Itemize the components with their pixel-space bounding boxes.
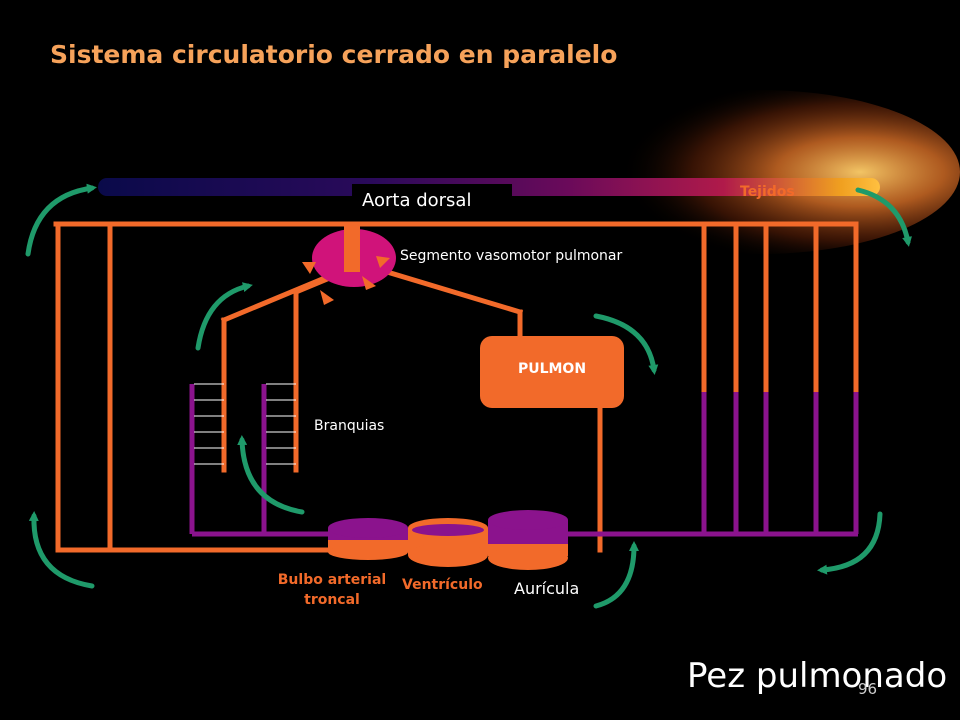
tissue-glow xyxy=(560,90,960,254)
valve-triangle-icon xyxy=(376,256,390,268)
aorta-label-box xyxy=(352,184,512,214)
ventriculo-label: Ventrículo xyxy=(402,577,483,593)
flow-arrow-icon xyxy=(195,282,253,351)
valve-triangle-icon xyxy=(362,276,376,290)
flow-arrow-icon xyxy=(28,511,95,589)
valve-triangle-icon xyxy=(302,262,316,274)
segmento-label: Segmento vasomotor pulmonar xyxy=(400,248,623,264)
bulbo-label: Bulbo arterial troncal xyxy=(277,572,387,608)
pulmon-label: PULMON xyxy=(517,361,587,377)
heart xyxy=(328,510,568,570)
slide-number: 96 xyxy=(858,680,878,698)
branquias-label: Branquias xyxy=(314,418,385,434)
lung-box xyxy=(480,336,624,408)
flow-arrow-icon xyxy=(855,187,912,247)
gill-filaments xyxy=(194,383,296,465)
auricula-chamber xyxy=(488,510,568,570)
aorta-root xyxy=(344,224,360,272)
footer-title: Pez pulmonado xyxy=(687,656,948,696)
flow-arrow-icon xyxy=(593,541,639,609)
ventriculo-chamber xyxy=(408,518,488,567)
flow-arrow-icon xyxy=(237,435,305,515)
auricula-label: Aurícula xyxy=(514,579,580,598)
flow-arrow-icon xyxy=(593,313,659,375)
flow-arrow-icon xyxy=(817,511,883,575)
slide-title: Sistema circulatorio cerrado en paralelo xyxy=(50,40,618,69)
tejidos-label: Tejidos xyxy=(740,184,795,200)
bulbo-chamber xyxy=(328,518,408,560)
valve-triangle-icon xyxy=(320,290,334,305)
flow-arrow-icon xyxy=(25,183,97,257)
aorta-dorsal-label: Aorta dorsal xyxy=(362,190,472,211)
